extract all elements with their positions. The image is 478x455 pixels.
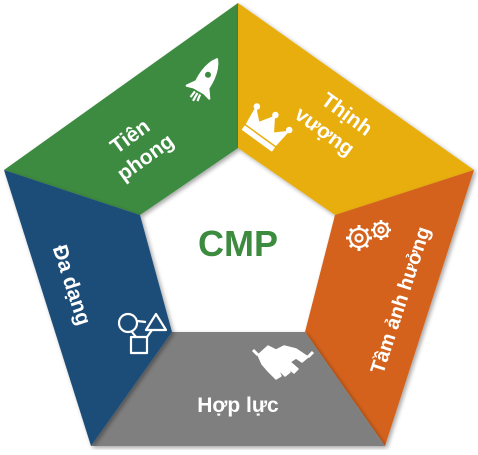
segment-hop-luc (91, 332, 385, 446)
gears-icon (346, 220, 391, 251)
segment-da-dang (4, 170, 172, 446)
segment-tien-phong (4, 3, 238, 215)
label-hop-luc: Hợp lực (197, 394, 279, 417)
handshake-icon (251, 345, 315, 380)
center-label: CMP (198, 223, 278, 264)
shapes-icon (117, 312, 168, 355)
crown-icon (241, 103, 293, 152)
rocket-icon (185, 58, 219, 102)
segment-thinh-vuong (238, 3, 474, 215)
